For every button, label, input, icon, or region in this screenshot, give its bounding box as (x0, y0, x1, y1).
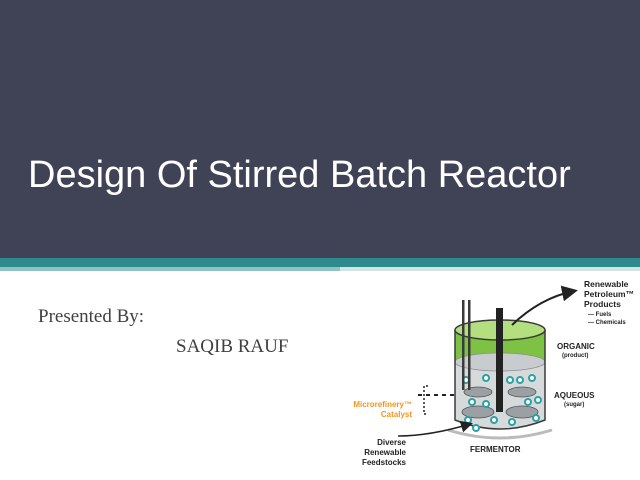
tank-outline (454, 330, 546, 430)
aqueous-label: AQUEOUS (554, 391, 595, 400)
impeller-blade-bottom (461, 405, 495, 419)
product-label-line1: Renewable (584, 279, 629, 289)
organic-label: ORGANIC (557, 342, 595, 351)
catalyst-label-line2: Catalyst (381, 410, 412, 419)
accent-band-light-right (340, 267, 640, 271)
probe-left-2 (468, 300, 471, 390)
product-sub-fuels: — Fuels (588, 312, 612, 318)
fermentor-diagram: Renewable Petroleum™ Products — Fuels — … (353, 279, 634, 467)
accent-band-light (0, 267, 340, 271)
catalyst-label-line1: Microrefinery™ (353, 400, 412, 409)
tank-base (447, 428, 553, 440)
product-label-line2: Petroleum™ (584, 289, 634, 299)
product-sub-chemicals: — Chemicals (588, 320, 626, 326)
product-arrow (511, 285, 578, 326)
catalyst-bubbles (462, 374, 542, 432)
stirrer-shaft (496, 308, 503, 412)
impeller-blade-top-right (507, 386, 537, 398)
author-name: SAQIB RAUF (176, 336, 289, 357)
impeller-blade-bottom-right (505, 405, 539, 419)
feedstock-label-line1: Diverse (377, 438, 406, 447)
presented-by-label: Presented By: (38, 306, 145, 327)
feedstock-label-line2: Renewable (364, 448, 406, 457)
feedstock-arrow (397, 420, 473, 437)
aqueous-sub-label: (sugar) (564, 402, 584, 408)
slide-title: Design Of Stirred Batch Reactor (28, 154, 571, 196)
feedstock-label-line3: Feedstocks (362, 458, 407, 467)
fermentor-label: FERMENTOR (470, 445, 521, 454)
organic-sub-label: (product) (562, 353, 588, 359)
probe-left (462, 300, 465, 390)
accent-band (0, 258, 640, 267)
title-banner: Design Of Stirred Batch Reactor (0, 0, 640, 258)
impeller-blade-top (463, 386, 493, 398)
catalyst-brace (423, 385, 428, 415)
product-label-line3: Products (584, 299, 621, 309)
